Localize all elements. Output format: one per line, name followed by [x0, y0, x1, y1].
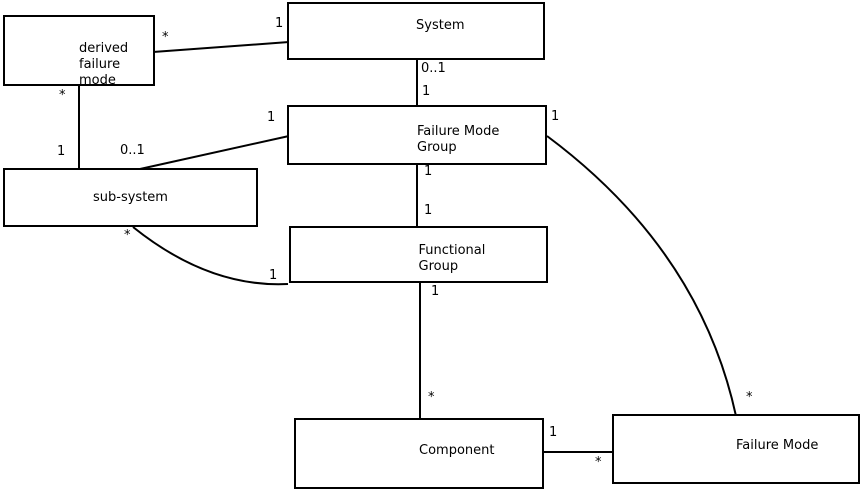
multiplicity-failure-mode-group-end-of-sub-system-assoc: 1: [267, 110, 276, 125]
association-line-derived-failure-mode--system: [152, 41, 290, 53]
multiplicity-failure-mode-group-end-of-functional-group-assoc: 1: [424, 164, 433, 179]
association-curve-failure-mode-group--failure-mode: [546, 135, 737, 417]
multiplicity-system-end-of-derived-assoc: 1: [275, 16, 284, 31]
multiplicity-failure-mode-end-of-component-assoc: *: [595, 455, 602, 470]
multiplicity-derived-failure-mode-end-of-sub-system-assoc: *: [59, 88, 66, 103]
multiplicity-functional-group-end-of-failure-mode-group-assoc: 1: [424, 203, 433, 218]
association-line-failure-mode-group--sub-system: [139, 135, 290, 170]
multiplicity-failure-mode-end-of-failure-mode-group-assoc: *: [746, 390, 753, 405]
class-label-failure-mode-group: Failure Mode Group: [417, 124, 500, 155]
multiplicity-sub-system-end-of-failure-mode-group-assoc: 0..1: [120, 143, 145, 158]
multiplicity-sub-system-end-of-derived-assoc: 1: [57, 144, 66, 159]
association-curve-sub-system--functional-group: [132, 226, 289, 286]
class-box-failure-mode: Failure Mode: [612, 414, 860, 484]
class-label-component: Component: [419, 442, 495, 458]
multiplicity-failure-mode-group-end-of-failure-mode-assoc: 1: [551, 109, 560, 124]
class-label-derived-failure-mode: derived failure mode: [79, 40, 129, 88]
class-label-system: System: [416, 18, 465, 33]
class-box-system: System: [287, 2, 545, 60]
class-box-component: Component: [294, 418, 544, 489]
multiplicity-sub-system-end-of-functional-group-assoc: *: [124, 228, 131, 243]
class-box-derived-failure-mode: derived failure mode: [3, 15, 155, 88]
multiplicity-system-end-of-failure-mode-group-assoc: 0..1: [421, 61, 446, 76]
multiplicity-component-end-of-failure-mode-assoc: 1: [549, 425, 558, 440]
class-box-failure-mode-group: Failure Mode Group: [287, 105, 547, 165]
multiplicity-failure-mode-group-end-of-system-assoc: 1: [422, 84, 431, 99]
class-box-sub-system: sub-system: [3, 168, 258, 227]
class-label-sub-system: sub-system: [93, 189, 168, 205]
multiplicity-functional-group-end-of-sub-system-assoc: 1: [269, 268, 278, 283]
class-label-failure-mode: Failure Mode: [736, 438, 819, 453]
multiplicity-derived-failure-mode-end-of-system-assoc: *: [162, 30, 169, 45]
class-label-functional-group: Functional Group: [418, 242, 486, 274]
multiplicity-functional-group-end-of-component-assoc: 1: [431, 284, 440, 299]
multiplicity-component-end-of-functional-group-assoc: *: [428, 390, 435, 405]
class-box-functional-group: Functional Group: [289, 226, 548, 283]
